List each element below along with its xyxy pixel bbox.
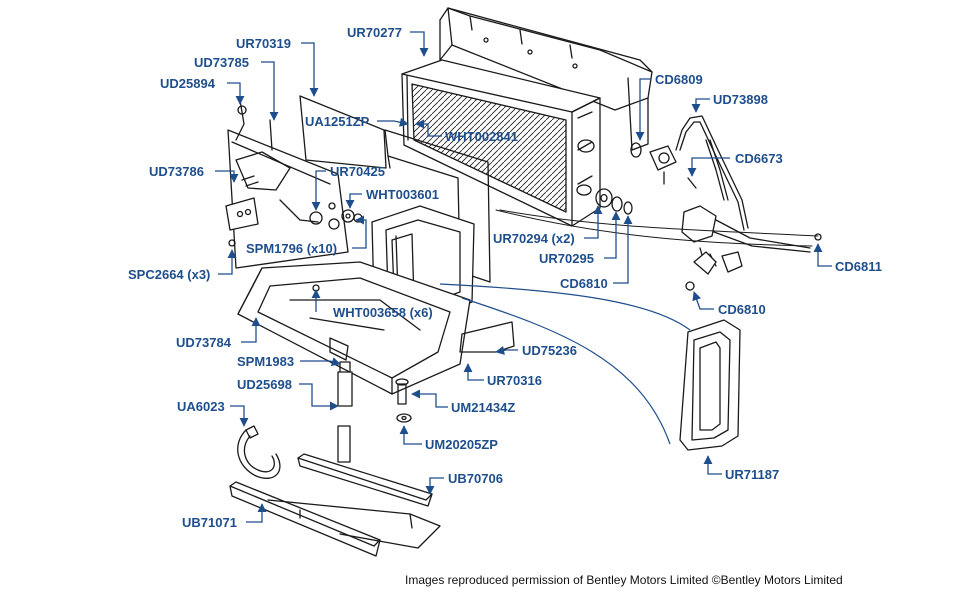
seal-frame bbox=[679, 319, 741, 451]
part-label-ub71071: UB71071 bbox=[182, 515, 237, 530]
part-label-ur70294: UR70294 (x2) bbox=[493, 231, 575, 246]
copyright-notice: Images reproduced permission of Bentley … bbox=[405, 573, 843, 587]
lower-tray bbox=[237, 261, 471, 395]
cross-brackets bbox=[229, 453, 441, 557]
part-label-spm1796: SPM1796 (x10) bbox=[246, 241, 338, 256]
part-label-ur70425: UR70425 bbox=[330, 164, 385, 179]
part-label-cd6810-a: CD6810 bbox=[560, 276, 608, 291]
part-label-ur71187: UR71187 bbox=[725, 467, 780, 482]
drain-hose bbox=[337, 361, 353, 463]
part-label-ub70706: UB70706 bbox=[448, 471, 503, 486]
part-label-wht002841: WHT002841 bbox=[445, 129, 518, 144]
evaporator-core bbox=[401, 59, 601, 227]
bolt-and-washer bbox=[395, 378, 412, 423]
part-label-um21434z: UM21434Z bbox=[451, 400, 516, 415]
evaporator-fittings bbox=[595, 142, 822, 291]
part-label-ur70295: UR70295 bbox=[539, 251, 594, 266]
part-label-um20205zp: UM20205ZP bbox=[425, 437, 498, 452]
part-label-ud73898: UD73898 bbox=[713, 92, 768, 107]
part-label-ur70277: UR70277 bbox=[347, 25, 402, 40]
blower-bracket bbox=[225, 95, 387, 269]
part-label-cd6809: CD6809 bbox=[655, 72, 703, 87]
part-label-ud25698: UD25698 bbox=[237, 377, 292, 392]
part-label-ud73786: UD73786 bbox=[149, 164, 204, 179]
part-label-wht003601: WHT003601 bbox=[366, 187, 439, 202]
part-label-ud25894: UD25894 bbox=[160, 76, 215, 91]
part-label-ur70319: UR70319 bbox=[236, 36, 291, 51]
part-label-spc2664: SPC2664 (x3) bbox=[128, 267, 211, 282]
expansion-valve bbox=[649, 115, 811, 275]
part-label-wht003658: WHT003658 (x6) bbox=[333, 305, 433, 320]
part-label-ud73784: UD73784 bbox=[176, 335, 231, 350]
part-label-ud75236: UD75236 bbox=[522, 343, 577, 358]
hose-clip bbox=[237, 425, 281, 479]
blower-motor bbox=[279, 199, 363, 230]
part-label-cd6673: CD6673 bbox=[735, 151, 783, 166]
part-label-ua6023: UA6023 bbox=[177, 399, 225, 414]
body-panel bbox=[439, 7, 653, 151]
drain-plate bbox=[459, 321, 515, 353]
part-label-spm1983: SPM1983 bbox=[237, 354, 295, 369]
part-label-cd6811: CD6811 bbox=[835, 259, 882, 274]
part-label-ud73785: UD73785 bbox=[194, 55, 249, 70]
part-label-cd6810-b: CD6810 bbox=[718, 302, 766, 317]
part-label-ur70316: UR70316 bbox=[487, 373, 542, 388]
part-label-ua1251zp: UA1251ZP bbox=[305, 114, 370, 129]
